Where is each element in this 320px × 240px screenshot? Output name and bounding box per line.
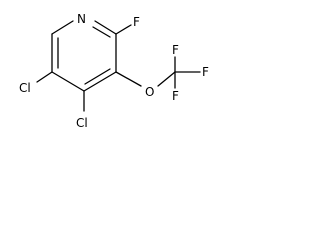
atom-f-ring: F: [133, 15, 140, 29]
chemical-structure: N F O F F F Cl Cl: [19, 12, 209, 130]
double-bond-n1-c2: [92, 26, 111, 38]
atom-f-cf3-bottom: F: [172, 89, 179, 103]
atom-cl-c4: Cl: [76, 116, 88, 130]
bond-c3-c4: [83, 71, 117, 92]
bond-c5-cl: [36, 71, 53, 83]
atom-n-ring: N: [77, 12, 86, 26]
double-bond-c3-c4: [84, 68, 111, 85]
atom-o-ether: O: [145, 85, 154, 99]
atom-cl-c5: Cl: [19, 81, 31, 95]
bond-c3-o: [115, 71, 142, 87]
pyridine-ring: [51, 20, 117, 92]
bond-c6-n1: [51, 20, 74, 35]
bond-n1-c2: [94, 20, 117, 35]
bond-o-cf3: [157, 71, 176, 87]
atom-f-cf3-top: F: [172, 43, 179, 57]
bond-c2-f: [115, 24, 132, 35]
atom-f-cf3-right: F: [202, 65, 209, 79]
bond-c4-c5: [51, 71, 85, 92]
